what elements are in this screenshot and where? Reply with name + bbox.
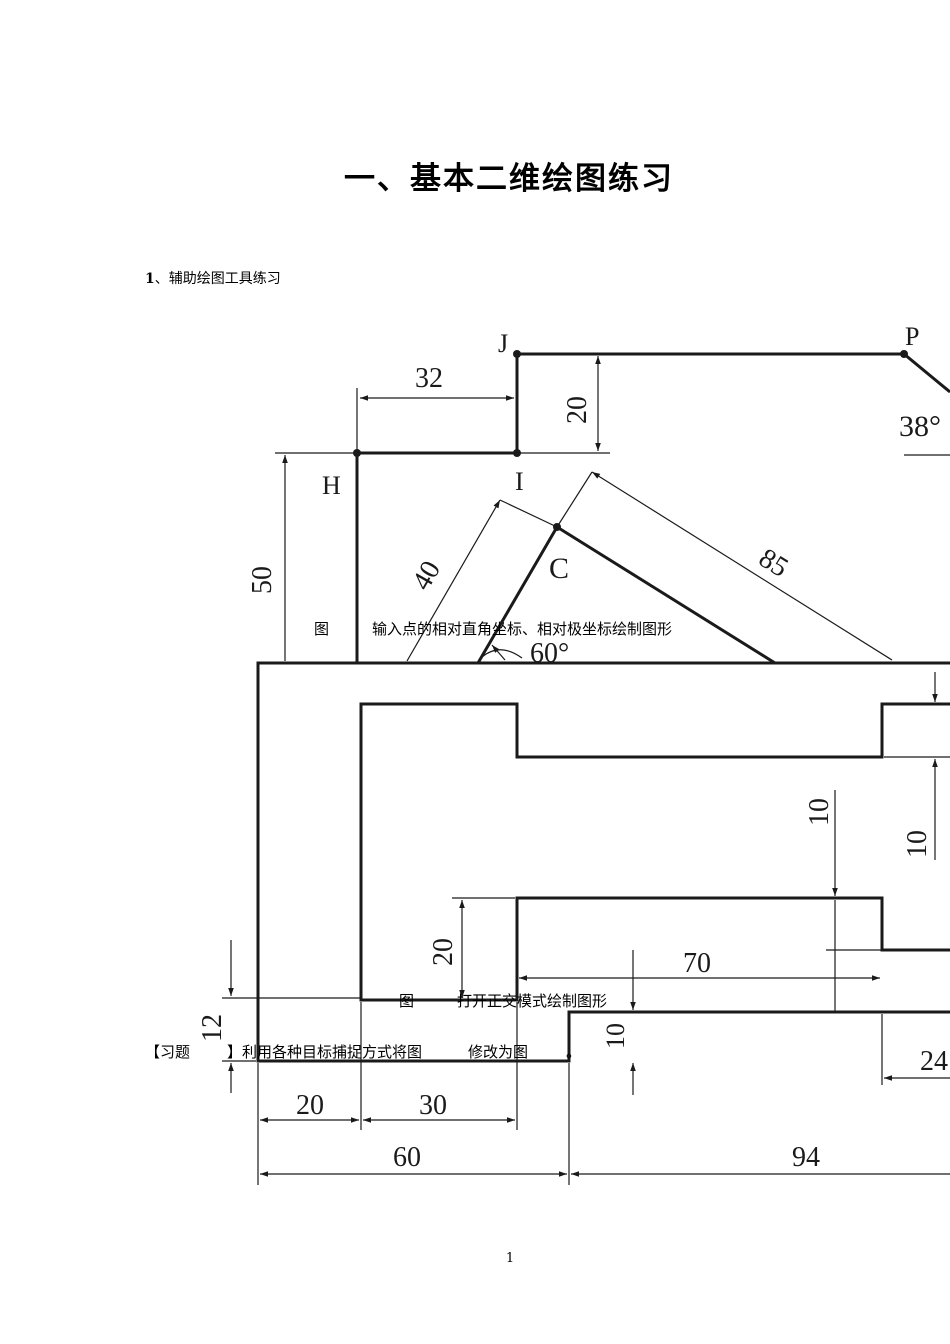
figure-1-caption: 图 输入点的相对直角坐标、相对极坐标绘制图形	[314, 618, 672, 639]
dim-label-20-vertical: 20	[562, 396, 593, 424]
dim-label-10-right: 10	[902, 830, 933, 858]
figure-2-dimension-lines	[222, 672, 950, 1185]
dim-label-30: 30	[419, 1090, 447, 1121]
dim-label-10-upper: 10	[804, 798, 835, 826]
figure-1-dimension-lines	[275, 353, 950, 662]
section-heading: 1、辅助绘图工具练习	[145, 268, 281, 288]
section-separator: 、	[154, 271, 169, 287]
point-label-h: H	[322, 471, 341, 500]
figure-2-caption: 图 打开正交模式绘制图形	[399, 990, 607, 1011]
exercise-text: 【习题 】利用各种目标捕捉方式将图 修改为图 。	[145, 1041, 581, 1062]
point-label-c: C	[549, 552, 569, 585]
dim-label-70: 70	[683, 948, 711, 979]
dim-label-60-deg: 60°	[530, 638, 569, 669]
dim-label-20-left: 20	[428, 938, 459, 966]
exercise-close: 】利用各种目标捕捉方式将图	[227, 1043, 423, 1061]
dim-label-85: 85	[753, 543, 793, 584]
caption-2-prefix: 图	[399, 992, 415, 1010]
dim-label-20-bottom: 20	[296, 1090, 324, 1121]
dim-label-38-deg: 38°	[899, 410, 941, 443]
caption-1-text: 输入点的相对直角坐标、相对极坐标绘制图形	[372, 620, 673, 638]
exercise-mid: 修改为图	[468, 1043, 529, 1061]
section-title: 辅助绘图工具练习	[168, 271, 281, 287]
dim-label-12: 12	[197, 1014, 228, 1042]
section-number: 1	[145, 271, 155, 287]
figure-1-outline	[355, 352, 950, 665]
caption-1-prefix: 图	[314, 620, 330, 638]
point-label-p: P	[905, 322, 919, 351]
dim-label-32: 32	[415, 363, 443, 394]
dim-label-24: 24	[920, 1046, 948, 1077]
point-label-j: J	[498, 329, 508, 358]
page-title: 一、基本二维绘图练习	[344, 161, 674, 197]
exercise-open: 【习题	[145, 1043, 191, 1061]
dim-label-50: 50	[247, 566, 278, 594]
dim-label-40: 40	[406, 556, 447, 596]
page-number: 1	[505, 1251, 515, 1266]
point-label-i: I	[515, 467, 524, 496]
dim-label-10-step: 10	[601, 1023, 630, 1049]
figure-1-points	[353, 350, 908, 531]
dim-label-60: 60	[393, 1142, 421, 1173]
caption-2-text: 打开正交模式绘制图形	[457, 992, 608, 1010]
dim-label-94: 94	[792, 1142, 820, 1173]
exercise-end: 。	[566, 1043, 582, 1061]
